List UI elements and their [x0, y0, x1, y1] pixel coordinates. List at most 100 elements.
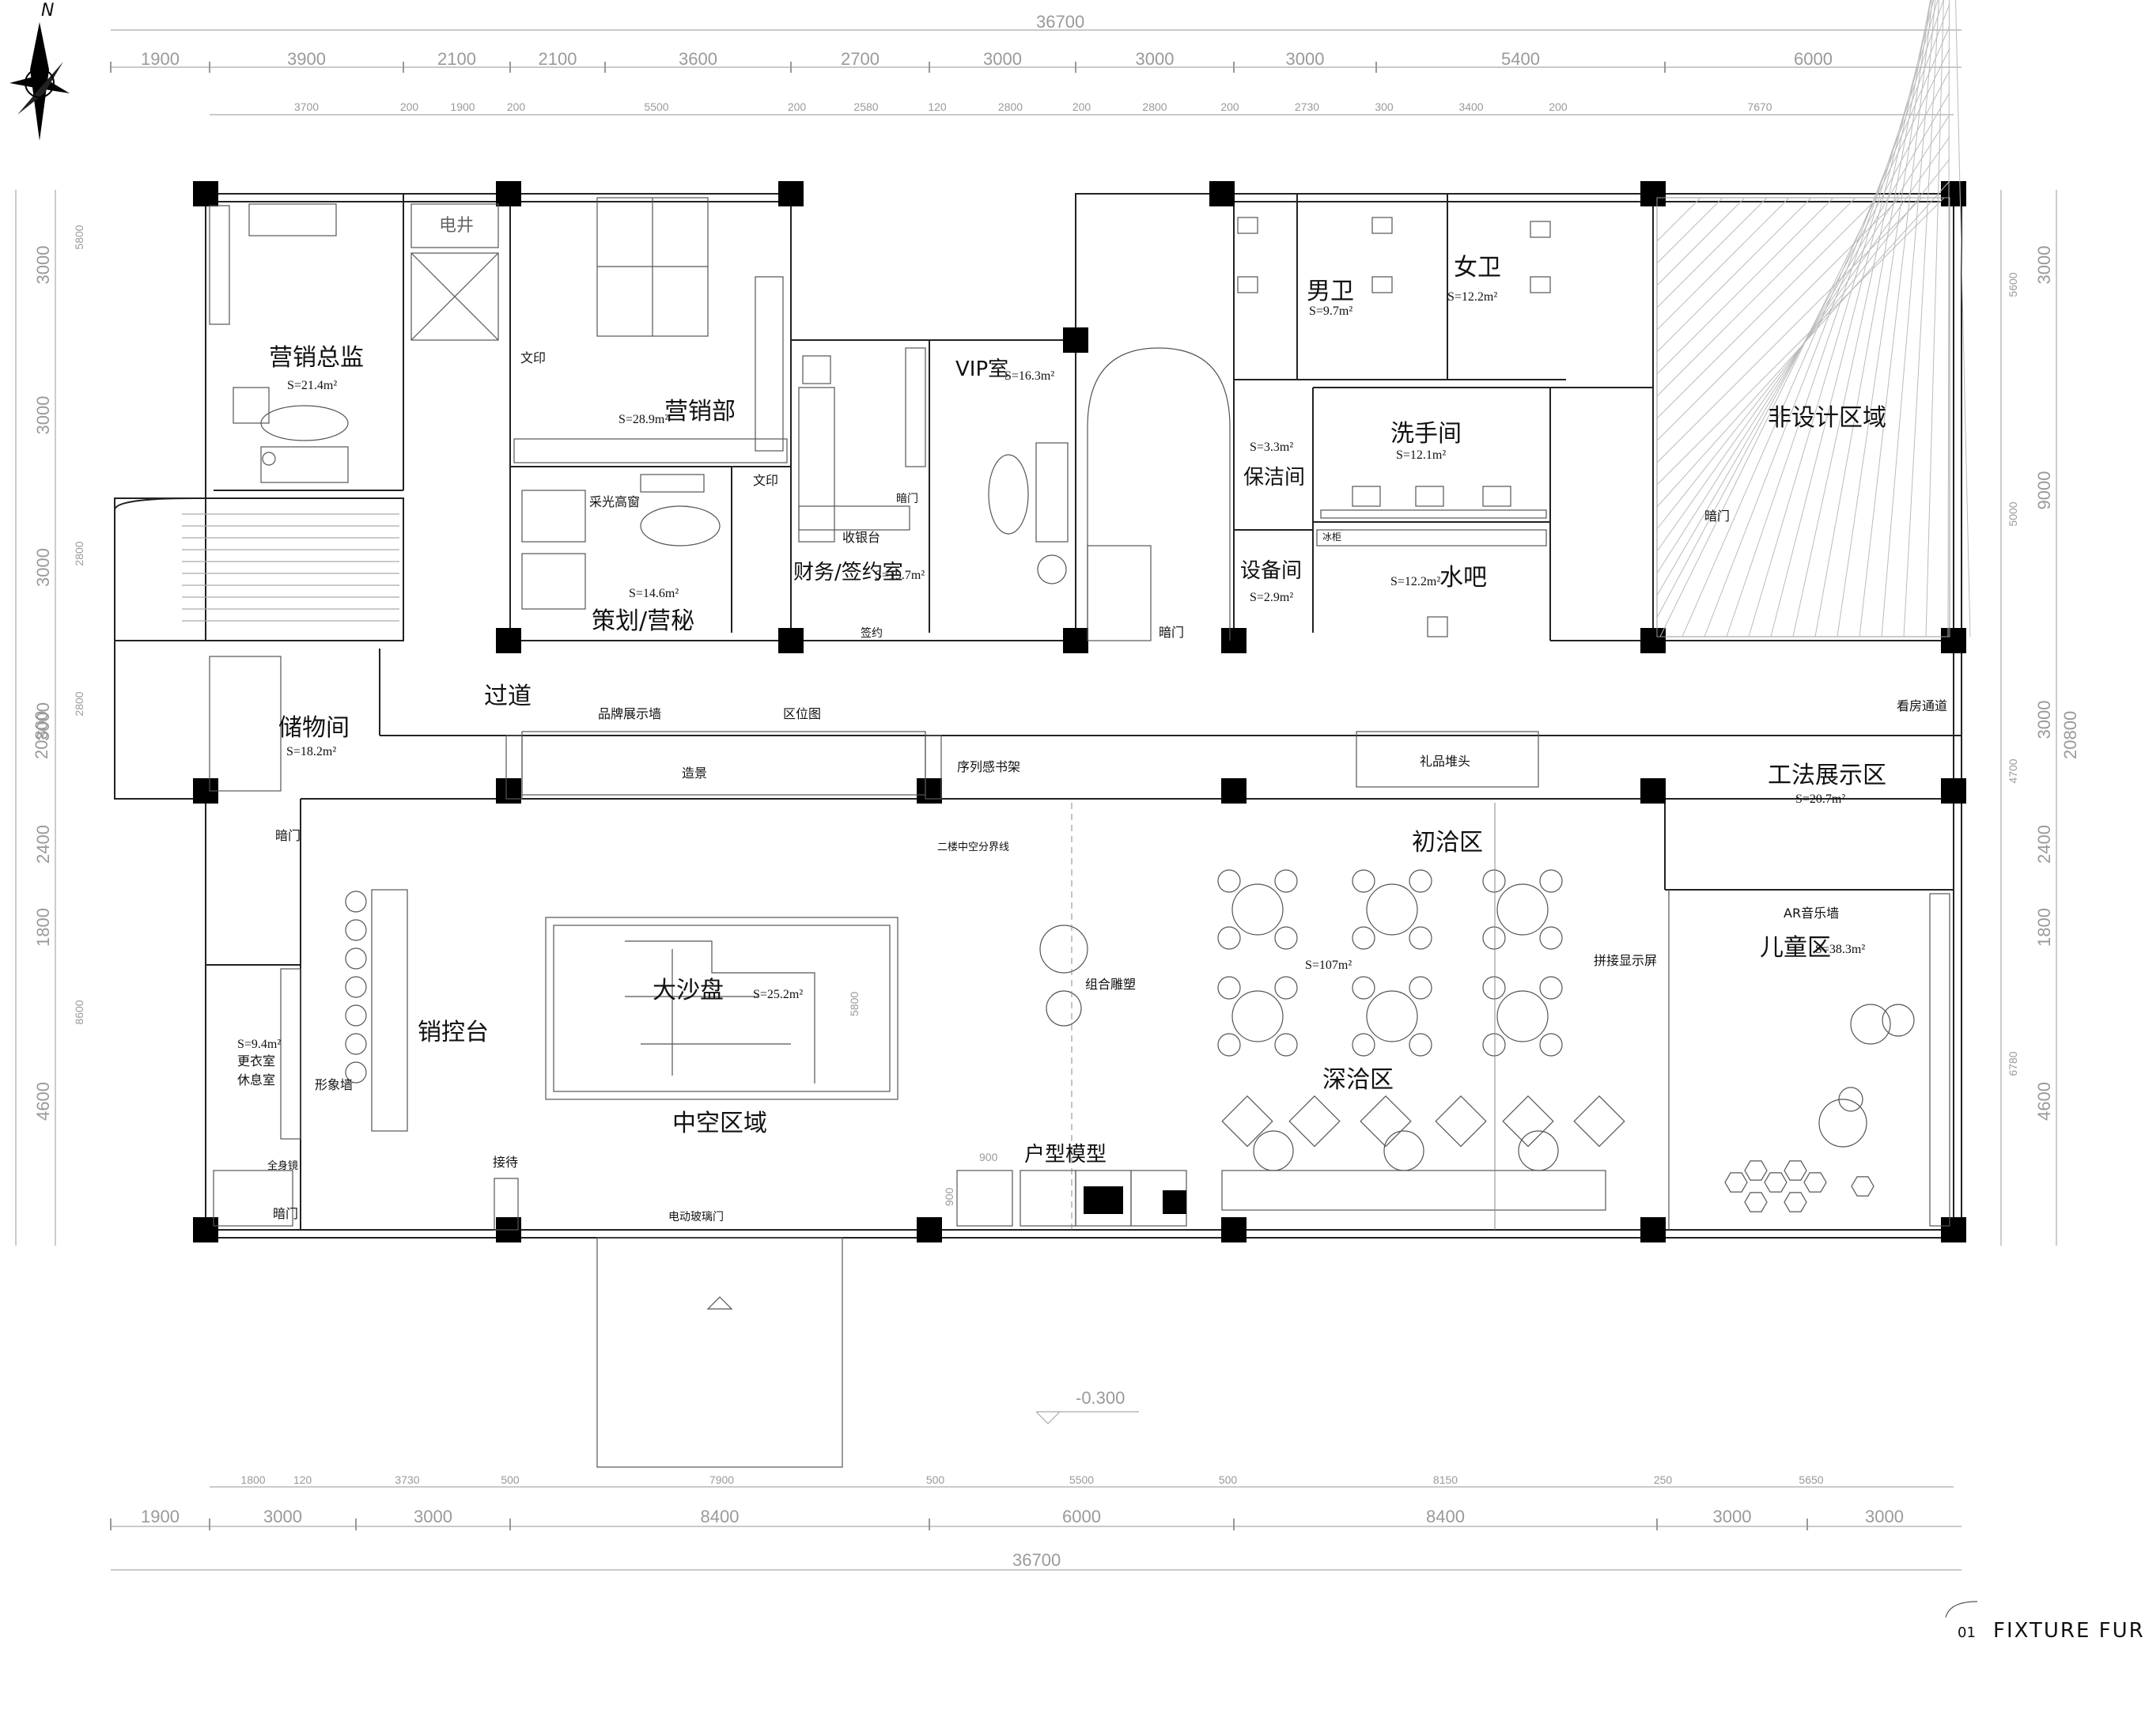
dim-left-3: 3000: [33, 702, 53, 741]
dim-bot1-9: 250: [1654, 1473, 1673, 1486]
column-9: [1063, 628, 1088, 653]
table-2: [1496, 883, 1549, 936]
column-19: [193, 1217, 218, 1242]
area-marketing-director: S=21.4m²: [287, 379, 337, 392]
hatch-line: [1656, 197, 1923, 463]
hatch-line: [1656, 197, 1768, 308]
dim-bot1-5: 500: [926, 1473, 945, 1486]
hex-tile-7: [1851, 1176, 1875, 1197]
dim-top2-7: 120: [928, 100, 947, 113]
dim-top2-10: 2800: [1142, 100, 1167, 113]
label-planning: 策划/营秘: [592, 607, 694, 635]
area-craft-display: S=20.7m²: [1795, 792, 1845, 806]
dim-left-small-3: 8600: [73, 1000, 85, 1024]
hatch-line: [1682, 25, 1950, 637]
toilet-1: [1237, 276, 1258, 293]
hex-tile-6: [1784, 1192, 1807, 1212]
chair-2-0: [1482, 869, 1506, 893]
chair-3-0: [1217, 976, 1241, 1000]
title-number: 01: [1958, 1624, 1976, 1641]
column-8: [1063, 327, 1088, 353]
dim-top2-0: 3700: [294, 100, 319, 113]
dim-top-4: 3600: [679, 49, 717, 69]
stool-4: [345, 1004, 367, 1027]
label-dark-door3: 暗门: [1704, 509, 1730, 524]
label-ice-machine: 冰柜: [1322, 531, 1341, 543]
dim-top-1: 3900: [287, 49, 326, 69]
lounge-chair-0: [1221, 1095, 1273, 1148]
dim-left-small-0: 5800: [73, 225, 85, 249]
chair-0-0: [1217, 869, 1241, 893]
stool-3: [345, 976, 367, 998]
column-3: [1209, 181, 1235, 206]
dim-top2-2: 1900: [450, 100, 475, 113]
table-5: [1496, 990, 1549, 1042]
stool-5: [345, 1033, 367, 1055]
label-brand-wall: 品牌展示墙: [598, 706, 661, 721]
label-sales-desk: 销控台: [418, 1019, 489, 1046]
area-finance: S=19.7m²: [875, 569, 925, 582]
label-dark-door4: 暗门: [275, 828, 301, 843]
table-3: [1231, 990, 1284, 1042]
dim-top2-16: 7670: [1747, 100, 1772, 113]
label-image-wall: 形象墙: [315, 1077, 353, 1092]
table-4: [1366, 990, 1418, 1042]
column-15: [917, 778, 942, 804]
label-water-bar: 水吧: [1439, 564, 1487, 592]
column-16: [1221, 778, 1247, 804]
column-14: [496, 778, 521, 804]
label-model-h: 900: [943, 1187, 955, 1206]
dim-top2-12: 2730: [1295, 100, 1319, 113]
dim-bot2-5: 8400: [1426, 1507, 1465, 1526]
label-viewing-passage: 看房通道: [1897, 698, 1947, 713]
dim-right-small-2: 4700: [2007, 758, 2019, 783]
toilet-0: [1237, 217, 1258, 234]
hatch-line: [1881, 0, 1936, 637]
hex-tile-3: [1784, 1160, 1807, 1181]
dim-top2-11: 200: [1220, 100, 1239, 113]
column-17: [1640, 778, 1666, 804]
table-0: [1231, 883, 1284, 936]
toilet-5: [1530, 276, 1551, 293]
column-2: [778, 181, 804, 206]
chair-1-0: [1352, 869, 1375, 893]
label-changing-1: 更衣室: [237, 1053, 275, 1068]
area-deep-talk: S=107m²: [1305, 959, 1352, 972]
dim-right-0: 3000: [2034, 246, 2054, 285]
label-sandtable: 大沙盘: [653, 977, 724, 1004]
north-label: N: [41, 1, 54, 21]
stool-6: [345, 1061, 367, 1084]
column-12: [1941, 628, 1966, 653]
column-7: [778, 628, 804, 653]
area-cleaning: S=3.3m²: [1250, 441, 1293, 454]
chair-2-3: [1539, 926, 1563, 950]
structural-columns: [193, 181, 1966, 1242]
hatch-line: [1947, 0, 1950, 637]
lounge-table-0: [1253, 1130, 1294, 1171]
label-atrium-line: 二楼中空分界线: [937, 842, 1009, 853]
hex-tile-0: [1724, 1172, 1748, 1193]
toilet-2: [1371, 217, 1393, 234]
hatch-line: [1656, 197, 1856, 397]
label-reception: 接待: [493, 1155, 518, 1170]
dim-top2-13: 300: [1375, 100, 1394, 113]
side-dimensions: 3000300030003000240018004600580028002800…: [15, 190, 2080, 1246]
chair-0-2: [1217, 926, 1241, 950]
chair-3-2: [1217, 1033, 1241, 1057]
dim-bot1-8: 8150: [1433, 1473, 1458, 1486]
chair-1-3: [1409, 926, 1432, 950]
chair-2-1: [1539, 869, 1563, 893]
hatch-line: [1656, 197, 1834, 375]
label-splice-screen: 拼接显示屏: [1594, 953, 1657, 968]
dim-right-small-3: 6780: [2007, 1051, 2019, 1076]
area-vip: S=16.3m²: [1004, 369, 1054, 383]
area-washroom: S=12.1m²: [1396, 448, 1446, 462]
chair-5-0: [1482, 976, 1506, 1000]
hatch-line: [1925, 0, 1944, 637]
lounge-table-2: [1518, 1130, 1559, 1171]
label-vip: VIP室: [955, 357, 1008, 381]
dim-top2-6: 2580: [853, 100, 878, 113]
label-sculpture: 组合雕塑: [1085, 977, 1136, 992]
area-sandtable: S=25.2m²: [753, 988, 803, 1001]
